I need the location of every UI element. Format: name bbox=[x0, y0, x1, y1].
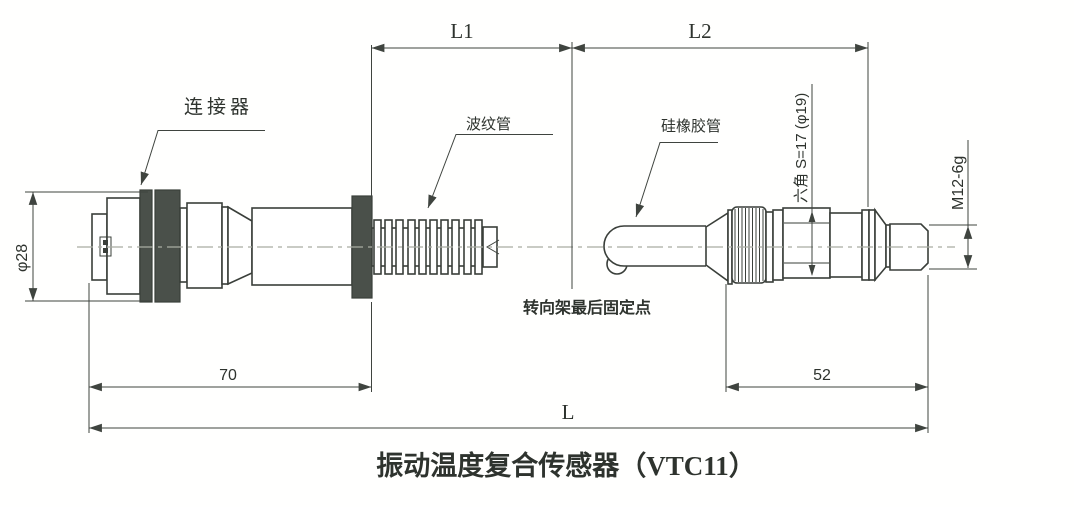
body-band-1 bbox=[861, 209, 870, 281]
dim-label-hex: 六角 S=17 (φ19) bbox=[793, 93, 810, 203]
drawing-title: 振动温度复合传感器（VTC11） bbox=[376, 450, 756, 481]
dim-label-l2: L2 bbox=[688, 19, 711, 43]
knurl-hatching bbox=[734, 208, 764, 282]
coupling-step bbox=[221, 206, 229, 285]
connector-shell bbox=[106, 197, 141, 295]
connector-step bbox=[179, 207, 188, 283]
dim-label-thread: M12-6g bbox=[950, 156, 967, 210]
part-label-connector: 连接器 bbox=[140, 96, 265, 186]
body-band-2 bbox=[868, 209, 876, 281]
bellows-leader bbox=[427, 134, 553, 209]
dimension-lines: L1 L2 φ28 70 52 L 六角 S=17 (φ19) M12-6g bbox=[14, 19, 977, 433]
spacer-ring-2 bbox=[772, 209, 784, 281]
bellows-label: 波纹管 bbox=[466, 116, 511, 133]
connector-leader bbox=[140, 130, 265, 186]
connector-knurl-ring-2 bbox=[154, 189, 181, 303]
silicone-leader bbox=[635, 142, 718, 218]
part-label-silicone: 硅橡胶管 bbox=[635, 118, 721, 218]
reducer-cone bbox=[227, 205, 253, 286]
connector-pin-1 bbox=[103, 240, 108, 245]
dim-label-dia28: φ28 bbox=[14, 244, 31, 272]
connector-assembly bbox=[91, 189, 373, 303]
dim-label-total: L bbox=[562, 400, 575, 424]
hex-arrow-down bbox=[808, 265, 816, 276]
connector-knurl-ring-1 bbox=[139, 189, 153, 303]
tube-break-mark bbox=[486, 239, 500, 255]
bellows-rib bbox=[451, 219, 460, 275]
silicone-label: 硅橡胶管 bbox=[661, 118, 721, 135]
fixation-point-label: 转向架最后固定点 bbox=[523, 298, 651, 317]
connector-label: 连接器 bbox=[184, 96, 253, 118]
hex-nut bbox=[782, 207, 831, 279]
thread-cone bbox=[874, 207, 887, 283]
dim-label-70: 70 bbox=[219, 367, 237, 384]
part-label-bellows: 波纹管 bbox=[427, 116, 553, 209]
connector-pin-2 bbox=[103, 248, 108, 253]
sensor-assembly bbox=[603, 206, 929, 285]
sensor-body bbox=[829, 212, 863, 278]
hex-arrow-up bbox=[808, 211, 816, 222]
dim-label-52: 52 bbox=[813, 367, 831, 384]
coupling-nut bbox=[186, 202, 223, 289]
dim-label-l1: L1 bbox=[450, 19, 473, 43]
silicone-tube bbox=[603, 225, 706, 267]
